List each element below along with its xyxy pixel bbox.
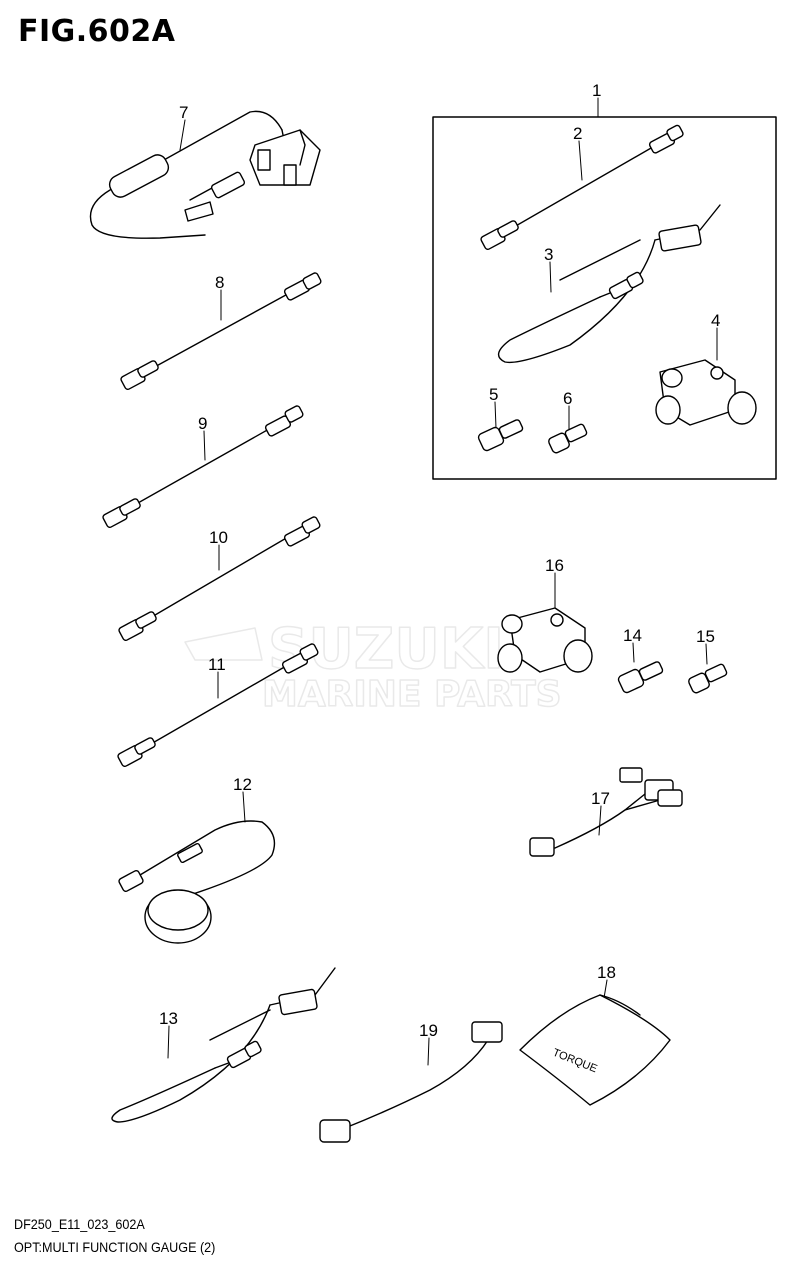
part-4-t-connector (655, 359, 757, 426)
part-13-power-cable (111, 967, 336, 1123)
part-12-gps-antenna (118, 820, 276, 944)
callout-labels: 1 2 3 4 5 6 7 8 9 10 11 12 16 14 15 17 1… (159, 81, 720, 1040)
callout-16: 16 (545, 556, 564, 575)
leader-lines (167, 97, 718, 1066)
callout-10: 10 (209, 528, 228, 547)
part-10-cable (118, 516, 321, 641)
part-7-transducer-cable (89, 110, 321, 239)
callout-1: 1 (592, 81, 601, 100)
figure-title: FIG.602A (18, 14, 176, 49)
callout-19: 19 (419, 1021, 438, 1040)
figure-caption: OPT:MULTI FUNCTION GAUGE (2) (14, 1239, 216, 1255)
callout-15: 15 (696, 627, 715, 646)
watermark-marine-parts: MARINE PARTS (262, 674, 562, 715)
callout-8: 8 (215, 273, 224, 292)
part-6-terminator (548, 423, 588, 454)
callout-3: 3 (544, 245, 553, 264)
callout-5: 5 (489, 385, 498, 404)
part-17-harness (529, 767, 683, 857)
callout-13: 13 (159, 1009, 178, 1028)
callout-7: 7 (179, 103, 188, 122)
part-15-terminator (688, 663, 728, 694)
callout-17: 17 (591, 789, 610, 808)
callout-18: 18 (597, 963, 616, 982)
watermark-logo-icon (184, 627, 263, 661)
callout-12: 12 (233, 775, 252, 794)
part-14-terminator (617, 661, 664, 694)
part-5-terminator (477, 419, 524, 452)
figure-code: DF250_E11_023_602A (14, 1216, 145, 1232)
callout-9: 9 (198, 414, 207, 433)
callout-4: 4 (711, 311, 720, 330)
part-11-cable (117, 643, 319, 767)
callout-14: 14 (623, 626, 642, 645)
part-18-packet: TORQUE (519, 994, 671, 1106)
part-16-t-connector (497, 607, 593, 673)
callout-2: 2 (573, 124, 582, 143)
kit-box (432, 116, 777, 480)
part-3-power-cable (497, 204, 721, 364)
part-19-harness (319, 1021, 503, 1143)
part-9-cable (102, 405, 304, 528)
watermark: SUZUKI MARINE PARTS (184, 616, 562, 716)
callout-11: 11 (208, 655, 226, 674)
callout-6: 6 (563, 389, 572, 408)
part-8-cable (120, 272, 322, 390)
part-2-cable (480, 124, 684, 250)
